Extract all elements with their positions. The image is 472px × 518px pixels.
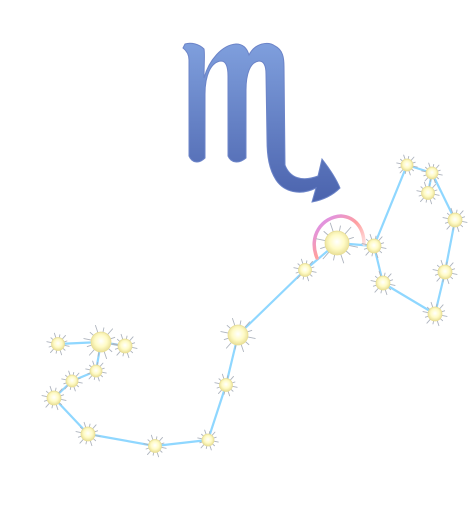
star (83, 324, 119, 360)
star (421, 162, 443, 184)
star-core (90, 331, 112, 353)
star-core (201, 433, 215, 447)
star-core (324, 230, 350, 256)
star (396, 154, 418, 176)
star-core (219, 378, 233, 392)
star-core (437, 264, 453, 280)
star (214, 373, 238, 397)
star (41, 385, 67, 411)
star (75, 421, 101, 447)
star-core (400, 158, 414, 172)
star (422, 301, 448, 327)
star (361, 233, 387, 259)
star (61, 370, 83, 392)
star-core (425, 166, 439, 180)
star-core (421, 186, 435, 200)
star-core (427, 306, 443, 322)
constellation-lines (52, 163, 457, 448)
star (112, 333, 138, 359)
star (370, 270, 396, 296)
star (432, 259, 458, 285)
star (197, 429, 219, 451)
star-core (80, 426, 96, 442)
star-core (117, 338, 133, 354)
star (442, 207, 468, 233)
star-core (227, 324, 249, 346)
star (46, 332, 70, 356)
constellation-stars (41, 154, 468, 458)
star (220, 317, 256, 353)
star (143, 434, 167, 458)
star (416, 181, 440, 205)
star (85, 360, 107, 382)
star-core (375, 275, 391, 291)
scorpio-glyph-icon (182, 42, 341, 203)
star-core (89, 364, 103, 378)
star-core (51, 337, 65, 351)
star-core (65, 374, 79, 388)
star-halo-arc (312, 214, 366, 260)
star-core (366, 238, 382, 254)
constellation-line (336, 163, 457, 316)
star-heart (315, 222, 359, 264)
star-core (447, 212, 463, 228)
star (293, 258, 317, 282)
star-core (46, 390, 62, 406)
star-core (298, 263, 312, 277)
star-core (148, 439, 162, 453)
